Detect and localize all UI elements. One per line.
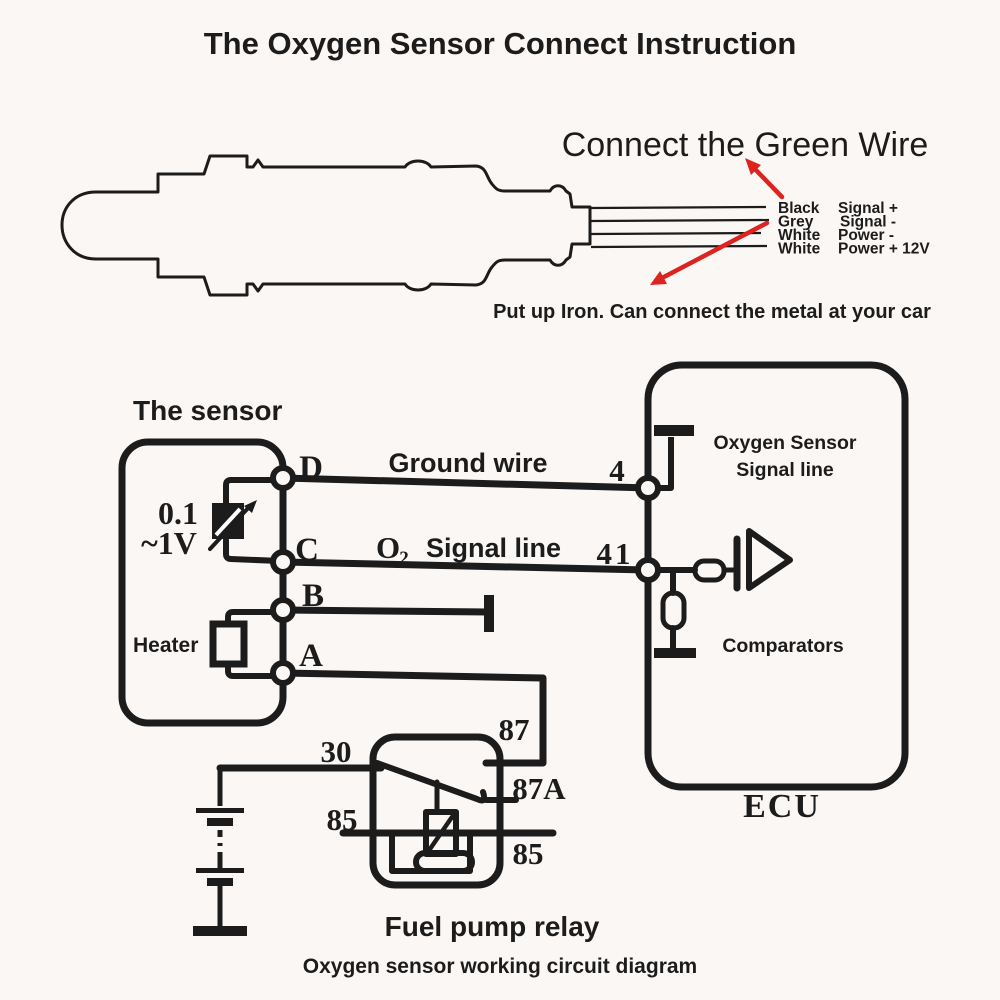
comparator-circuit bbox=[645, 528, 793, 651]
arrow-to-green-wire-note bbox=[745, 158, 785, 200]
sensor-box-title: The sensor bbox=[133, 395, 282, 426]
ecu-note-line2: Signal line bbox=[736, 459, 834, 481]
terminal-letter-c: C bbox=[295, 532, 319, 568]
arrow-to-iron-note bbox=[650, 220, 770, 285]
circuit-wires bbox=[279, 474, 652, 767]
iron-ground-note: Put up Iron. Can connect the metal at yo… bbox=[493, 301, 931, 323]
wire-signal-label: Signal + bbox=[838, 200, 898, 217]
comparator-ground-bar bbox=[654, 648, 696, 658]
o2-label: O bbox=[376, 530, 400, 565]
terminal-a-wire bbox=[279, 669, 547, 767]
fuel-pump-relay-box bbox=[369, 733, 504, 889]
heater-element bbox=[209, 609, 283, 679]
terminal-letter-d: D bbox=[299, 450, 323, 486]
heater-label: Heater bbox=[133, 634, 198, 657]
sensor-terminals bbox=[270, 465, 296, 686]
sensing-element bbox=[208, 477, 283, 564]
relay-internals bbox=[216, 760, 557, 874]
oxygen-sensor-outline bbox=[60, 154, 592, 297]
ecu-pin41-label: 41 bbox=[597, 536, 634, 571]
signal-wire-line bbox=[279, 558, 652, 574]
relay-switch-blade bbox=[374, 760, 488, 804]
terminal-letter-b: B bbox=[302, 578, 324, 614]
relay-title: Fuel pump relay bbox=[385, 911, 600, 942]
wire-color-label: Grey bbox=[778, 214, 814, 231]
voltage-label-line1: 0.1 bbox=[158, 495, 198, 531]
diagram-caption: Oxygen sensor working circuit diagram bbox=[303, 955, 697, 978]
wire-color-label: White bbox=[778, 241, 821, 258]
o2-subscript: 2 bbox=[399, 548, 409, 569]
battery-symbol bbox=[193, 768, 247, 936]
relay-pin87-label: 87 bbox=[499, 712, 530, 747]
ecu-junctions bbox=[635, 475, 661, 583]
ecu-pin4-label: 4 bbox=[609, 453, 625, 488]
relay-pin85-right-label: 85 bbox=[513, 836, 544, 871]
voltage-label-line2: ~1V bbox=[141, 525, 197, 561]
wire-color-label: Black bbox=[778, 200, 820, 217]
wire-signal-label: Power - bbox=[838, 227, 894, 244]
wire-signal-label: Power + 12V bbox=[838, 241, 930, 258]
relay-pin30-label: 30 bbox=[321, 734, 352, 769]
relay-pin87a-label: 87A bbox=[512, 771, 566, 806]
sensor-box bbox=[118, 438, 287, 727]
ground-wire-label: Ground wire bbox=[388, 448, 547, 478]
wire-signal-label: Signal - bbox=[840, 214, 896, 231]
signal-line-label: Signal line bbox=[426, 533, 561, 563]
ecu-label: ECU bbox=[743, 788, 821, 825]
sensor-wires bbox=[590, 205, 770, 249]
ground-wire-line bbox=[279, 474, 652, 492]
ecu-note-line1: Oxygen Sensor bbox=[713, 432, 856, 454]
page-title: The Oxygen Sensor Connect Instruction bbox=[204, 26, 797, 61]
comparators-label: Comparators bbox=[722, 635, 844, 657]
terminal-letter-a: A bbox=[299, 638, 323, 674]
terminal-b-wire bbox=[279, 606, 493, 616]
relay-pin85-left-label: 85 bbox=[327, 802, 358, 837]
wire-color-label: White bbox=[778, 227, 821, 244]
connect-green-wire-note: Connect the Green Wire bbox=[562, 126, 929, 164]
wire-b-end-bar bbox=[484, 595, 494, 632]
